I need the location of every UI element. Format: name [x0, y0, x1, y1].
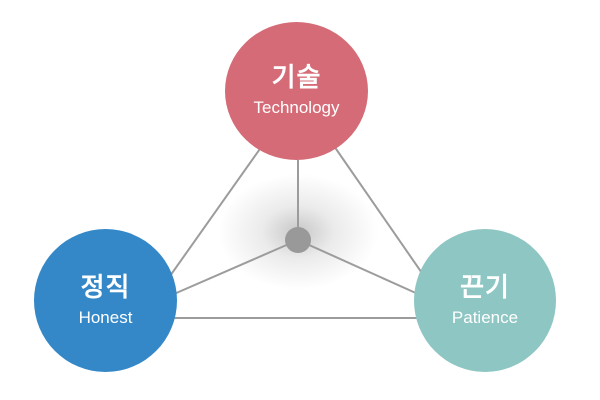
edge-top-right: [333, 145, 425, 277]
spoke-right: [297, 239, 419, 295]
node-technology-korean: 기술: [271, 63, 322, 93]
node-honest-korean: 정직: [80, 272, 131, 303]
node-patience: 끈기 Patience: [414, 229, 556, 372]
node-patience-english: Patience: [451, 307, 519, 327]
node-honest-english: Honest: [78, 307, 133, 327]
node-honest: 정직 Honest: [34, 229, 177, 372]
edge-top-left: [169, 145, 263, 277]
node-technology: 기술 Technology: [225, 22, 368, 160]
spoke-left: [173, 239, 299, 295]
node-patience-korean: 끈기: [460, 272, 510, 303]
node-technology-english: Technology: [253, 98, 340, 117]
center-dot: [285, 227, 311, 253]
